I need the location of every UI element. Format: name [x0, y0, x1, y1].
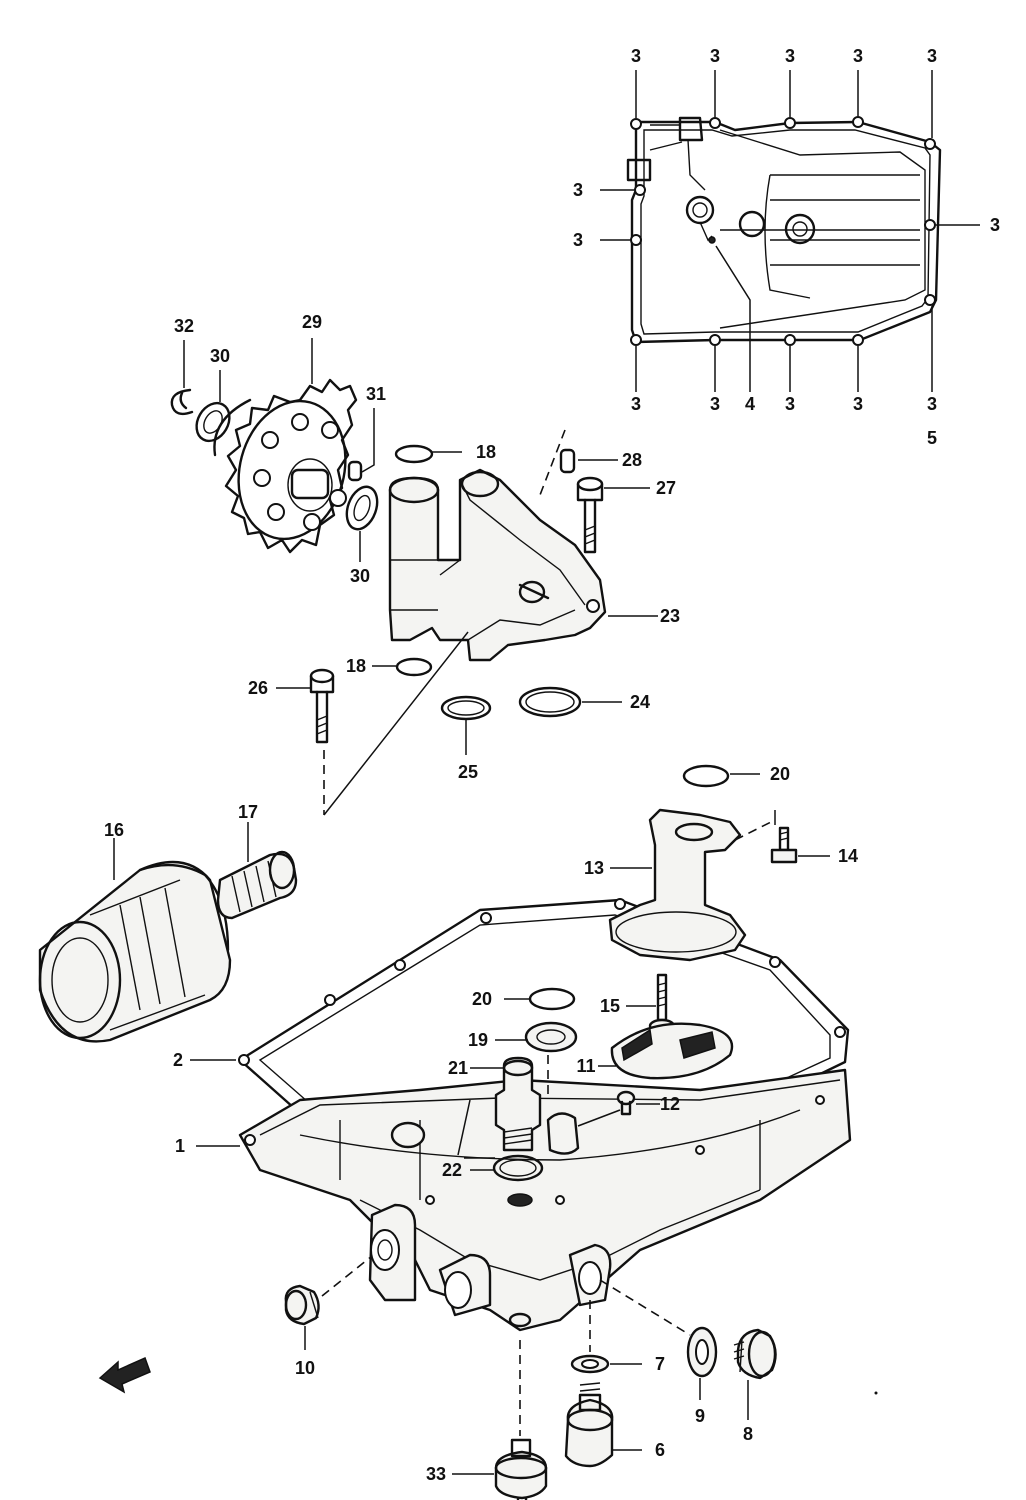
- label-29: 29: [302, 312, 322, 332]
- bolt-14: 14: [770, 826, 858, 866]
- label-3: 3: [853, 394, 863, 414]
- label-27: 27: [656, 478, 676, 498]
- label-3: 3: [631, 46, 641, 66]
- label-3: 3: [853, 46, 863, 66]
- label-32: 32: [174, 316, 194, 336]
- label-3: 3: [631, 394, 641, 414]
- o-ring-20-lower: 20: [472, 987, 576, 1011]
- label-14: 14: [838, 846, 858, 866]
- label-33: 33: [426, 1464, 446, 1484]
- label-3: 3: [990, 215, 1000, 235]
- bolt-15: 15: [600, 973, 676, 1034]
- circlip: 32: [170, 316, 194, 416]
- label-21: 21: [448, 1058, 468, 1078]
- label-3: 3: [927, 46, 937, 66]
- label-24: 24: [630, 692, 650, 712]
- label-11: 11: [576, 1056, 595, 1076]
- label-2: 2: [173, 1050, 183, 1070]
- label-19: 19: [468, 1030, 488, 1050]
- oil-pan: 1: [175, 1068, 852, 1332]
- plug-10: 10: [284, 1255, 373, 1378]
- label-18: 18: [476, 442, 496, 462]
- bolt-12: 12: [577, 1090, 680, 1127]
- label-1: 1: [175, 1136, 185, 1156]
- label-3: 3: [785, 46, 795, 66]
- dowel-pin-28: 28: [539, 429, 642, 496]
- label-3: 3: [573, 230, 583, 250]
- speck: [874, 1391, 878, 1395]
- label-20: 20: [770, 764, 790, 784]
- oil-pump-assembly: 18 23: [388, 442, 680, 662]
- o-ring-18-lower: 18: [346, 656, 433, 677]
- label-15: 15: [600, 996, 620, 1016]
- label-30: 30: [350, 566, 370, 586]
- front-arrow-icon: [98, 1356, 151, 1394]
- label-3: 3: [573, 180, 583, 200]
- cover-plate-11: 11: [576, 1022, 734, 1080]
- label-3: 3: [710, 394, 720, 414]
- bolt-26: 26: [248, 631, 469, 816]
- label-3: 3: [927, 394, 937, 414]
- label-6: 6: [655, 1440, 665, 1460]
- label-31: 31: [366, 384, 386, 404]
- label-25: 25: [458, 762, 478, 782]
- gasket-7: 7: [570, 1300, 665, 1374]
- pin-31: 31: [347, 384, 386, 482]
- thrust-washer-30-lower: 30: [345, 485, 379, 586]
- oil-pressure-switch-6: 6: [564, 1382, 665, 1468]
- label-12: 12: [660, 1094, 680, 1114]
- label-17: 17: [238, 802, 258, 822]
- oil-filter: 16: [38, 820, 232, 1043]
- label-26: 26: [248, 678, 268, 698]
- label-4: 4: [745, 394, 755, 414]
- oil-pressure-regulator-21: 19 21: [448, 1021, 580, 1155]
- label-22: 22: [442, 1160, 462, 1180]
- o-ring-22: 22: [442, 1099, 544, 1207]
- o-ring-24: 24: [518, 686, 650, 718]
- sensor-33: 33: [426, 1340, 548, 1500]
- label-7: 7: [655, 1354, 665, 1374]
- label-18: 18: [346, 656, 366, 676]
- thrust-washer-30-upper: 30: [195, 346, 231, 443]
- union-bolt-17: 17: [216, 802, 298, 920]
- bolt-27: 27: [576, 476, 676, 554]
- washer-9: 9: [599, 1279, 718, 1426]
- label-20: 20: [472, 989, 492, 1009]
- oil-strainer-13: 20 13: [584, 764, 790, 962]
- oil-pump-drive-gear: 29: [213, 312, 358, 554]
- label-10: 10: [295, 1358, 315, 1378]
- label-5: 5: [927, 428, 937, 448]
- o-ring-25: 25: [440, 695, 492, 782]
- label-30: 30: [210, 346, 230, 366]
- label-13: 13: [584, 858, 604, 878]
- gasket-bolt-pattern-inset: 3 3 3 3 3 3 3 3 3 3 3 3 3 5 4: [573, 46, 1000, 448]
- drain-plug-8: 8: [733, 1328, 777, 1444]
- label-8: 8: [743, 1424, 753, 1444]
- label-23: 23: [660, 606, 680, 626]
- label-3: 3: [710, 46, 720, 66]
- label-28: 28: [622, 450, 642, 470]
- label-16: 16: [104, 820, 124, 840]
- label-3: 3: [785, 394, 795, 414]
- label-9: 9: [695, 1406, 705, 1426]
